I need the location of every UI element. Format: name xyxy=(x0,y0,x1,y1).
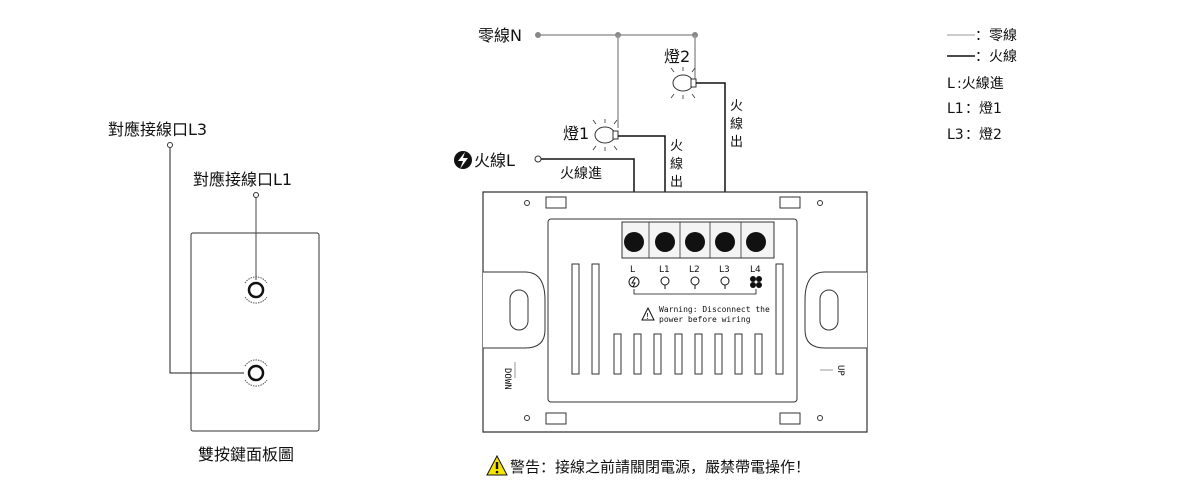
vent-slots xyxy=(571,263,784,375)
legend-l3-symbol: L3 xyxy=(947,127,964,143)
footer-warning: 警告：接線之前請關閉電源，嚴禁帶電操作！ xyxy=(486,454,810,476)
warning-triangle-icon xyxy=(486,454,508,476)
terminal-screw-l4 xyxy=(746,232,766,252)
high-voltage-icon xyxy=(454,151,472,169)
legend-neutral-text: ：零線 xyxy=(975,28,1017,44)
bulb-icon-l1 xyxy=(660,276,670,289)
live-in-label: 火線進 xyxy=(560,166,602,182)
two-gang-panel-drawing: 對應接線口L3 對應接線口L1 雙按鍵面板圖 xyxy=(108,120,320,464)
live-out-1-char-2: 線 xyxy=(670,156,683,172)
bulb-icon-l2 xyxy=(690,276,700,289)
up-label: UP xyxy=(835,365,845,376)
small-warning-icon: ! xyxy=(641,306,655,321)
live-out-2-char-3: 出 xyxy=(730,135,743,150)
live-out-2-char-1: 火 xyxy=(730,99,743,114)
legend-l-text: :火線進 xyxy=(957,76,1004,92)
lamp-1-label: 燈1 xyxy=(563,124,589,143)
terminal-block: L L1 L2 L3 L4 ! Warning: Disconnect the … xyxy=(621,221,775,324)
legend-l3-text: ：燈2 xyxy=(965,127,1002,143)
bulb-icon-l3 xyxy=(720,276,730,289)
panel-outline xyxy=(190,232,320,432)
label-port-l1: 對應接線口L1 xyxy=(193,170,292,189)
l3-lead-line xyxy=(169,148,244,374)
live-label: 火線L xyxy=(474,151,515,170)
down-label: DOWN xyxy=(502,368,512,390)
panel-caption: 雙按鍵面板圖 xyxy=(198,445,294,464)
terminal-screw-l3 xyxy=(715,232,735,252)
legend-l1-symbol: L1 xyxy=(947,101,964,117)
terminal-label-l3: L3 xyxy=(719,265,730,275)
label-port-l3: 對應接線口L3 xyxy=(108,120,207,139)
terminal-label-l4: L4 xyxy=(750,265,761,275)
button-top-icon xyxy=(244,276,268,304)
footer-warning-text: 警告：接線之前請關閉電源，嚴禁帶電操作！ xyxy=(510,458,810,476)
terminal-label-l: L xyxy=(630,265,635,275)
terminal-screw-l xyxy=(624,232,644,252)
terminal-label-l2: L2 xyxy=(689,265,700,275)
fan-icon xyxy=(750,276,762,288)
legend-l1-text: ：燈1 xyxy=(965,101,1002,117)
button-bottom-icon xyxy=(244,359,268,387)
live-out-1-char-1: 火 xyxy=(670,139,683,154)
device-warning-line-2: power before wiring xyxy=(659,315,751,324)
live-wires: 火線L 火線進 火 線 出 火 線 出 xyxy=(454,82,743,236)
l3-lead-dot xyxy=(167,142,173,148)
terminal-screw-l2 xyxy=(685,232,705,252)
live-out-1-char-3: 出 xyxy=(670,175,683,190)
legend-live-text: ：火線 xyxy=(975,49,1017,65)
neutral-label: 零線N xyxy=(478,26,522,45)
lamp-2-label: 燈2 xyxy=(664,47,690,66)
terminal-label-l1: L1 xyxy=(659,265,670,275)
svg-text:!: ! xyxy=(646,312,649,321)
device-warning-line-1: Warning: Disconnect the xyxy=(659,305,770,314)
lamp-2-icon: 燈2 xyxy=(664,47,697,99)
legend-l-symbol: L xyxy=(947,76,955,92)
live-out-2-char-2: 線 xyxy=(730,116,743,132)
l1-lead-dot xyxy=(253,192,259,198)
lightning-icon xyxy=(628,276,640,288)
legend: ：零線 ：火線 L :火線進 L1 ：燈1 L3 ：燈2 xyxy=(947,28,1017,143)
terminal-screw-l1 xyxy=(655,232,675,252)
neutral-wires: 零線N xyxy=(478,26,698,128)
lamp-1-icon: 燈1 xyxy=(563,119,619,151)
